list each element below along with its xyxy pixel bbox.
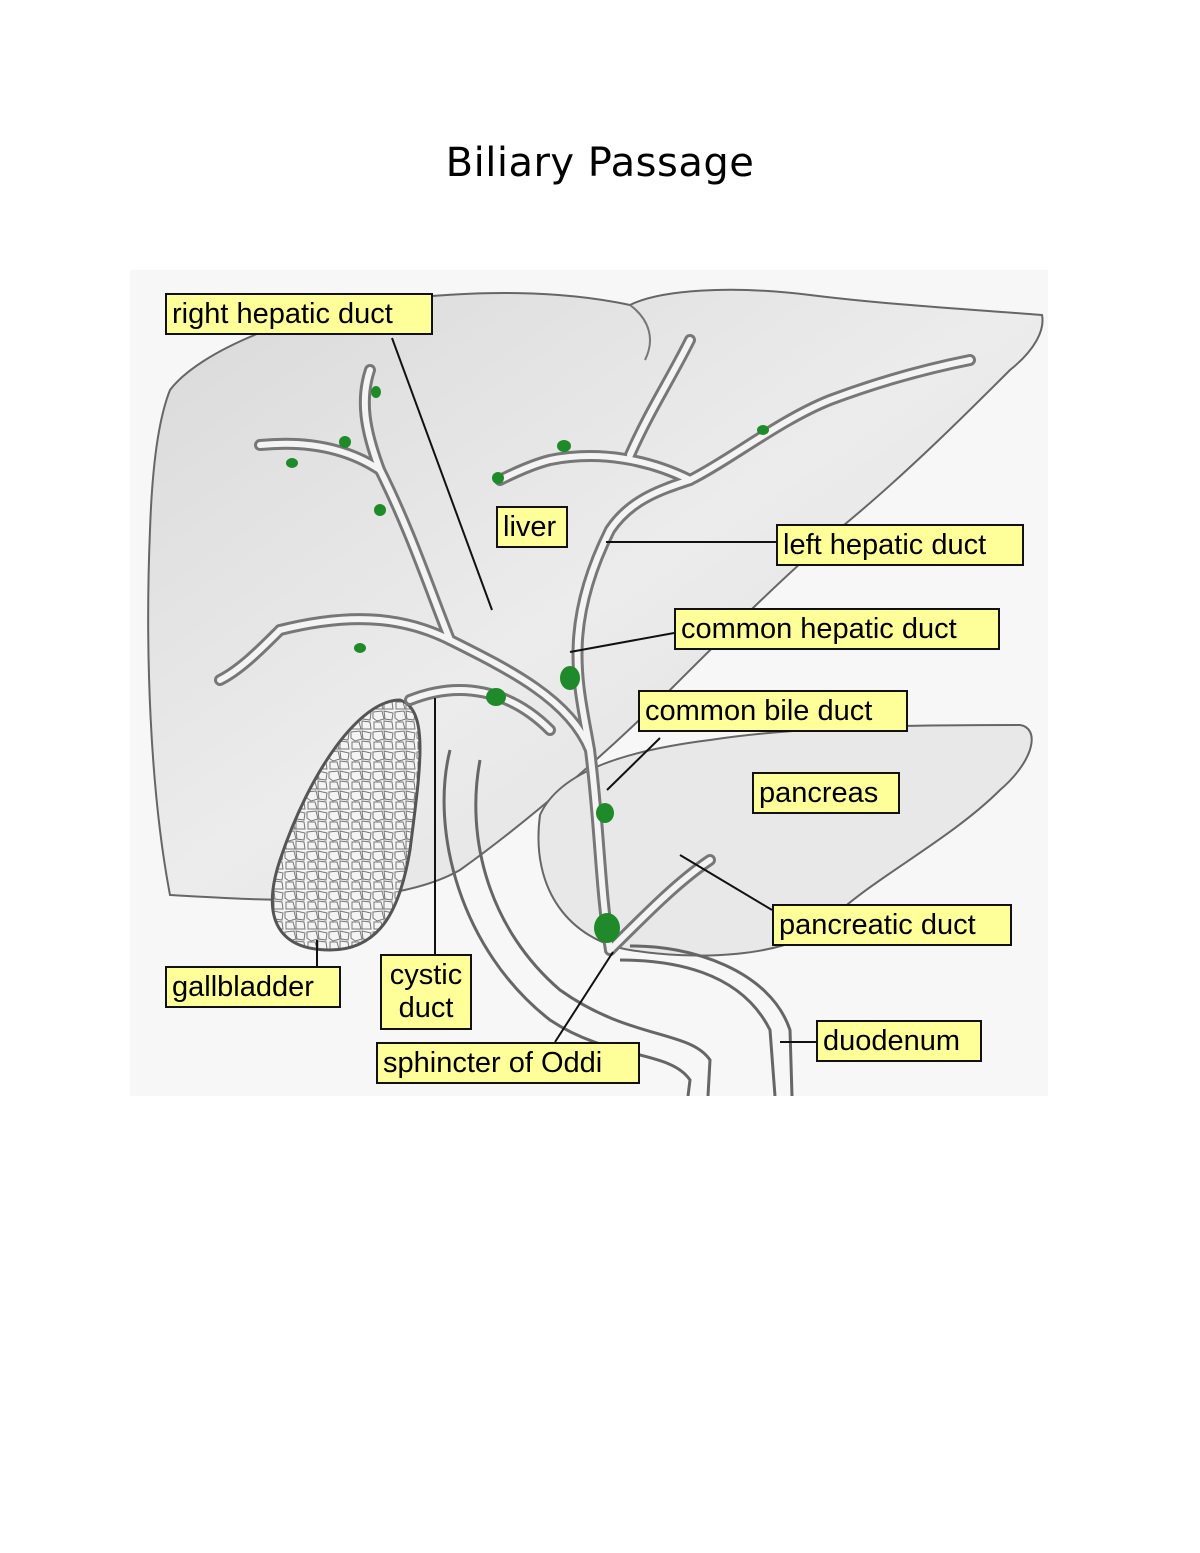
page-title: Biliary Passage [445,140,755,186]
label-common-hepatic-duct: common hepatic duct [674,608,1000,650]
label-pancreatic-duct: pancreatic duct [772,904,1012,946]
leader-lines [316,337,816,1043]
label-cystic-duct-line2: duct [398,992,454,1024]
label-cystic-duct-line1: cystic [389,959,463,991]
label-left-hepatic-duct: left hepatic duct [776,524,1024,566]
label-sphincter-of-oddi: sphincter of Oddi [376,1042,640,1084]
label-common-bile-duct: common bile duct [638,690,908,732]
label-gallbladder: gallbladder [165,966,341,1008]
label-right-hepatic-duct: right hepatic duct [165,293,433,335]
anatomy-drawing [147,288,1044,1096]
duodenum-shape [442,749,692,1096]
green-nodes [286,386,769,943]
gallbladder-shape [270,698,422,952]
label-liver: liver [496,506,568,548]
label-cystic-duct: cystic duct [380,954,472,1030]
label-duodenum: duodenum [816,1020,982,1062]
biliary-diagram: right hepatic duct liver left hepatic du… [130,270,1048,1096]
label-pancreas: pancreas [752,772,900,814]
